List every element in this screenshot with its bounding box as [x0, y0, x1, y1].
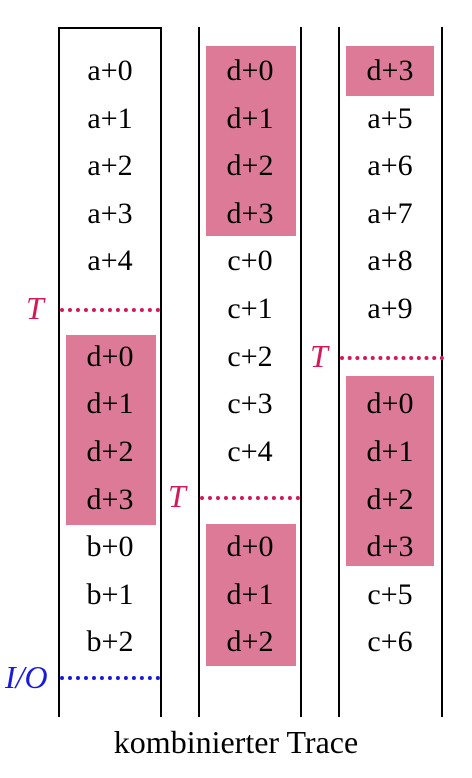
trace-cell: d+2 [86, 435, 134, 468]
trace-cell: d+0 [226, 54, 274, 87]
trace-cell: c+6 [367, 625, 413, 658]
trace-cell: d+1 [366, 435, 414, 468]
t-marker-line [200, 496, 300, 500]
trace-cell: a+7 [367, 197, 413, 230]
trace-cell: c+3 [227, 387, 273, 420]
trace-cell: d+3 [86, 483, 134, 516]
trace-cell: a+9 [367, 292, 413, 325]
trace-cell: b+1 [86, 578, 134, 611]
trace-cell: d+1 [226, 102, 274, 135]
trace-cell: c+2 [227, 340, 273, 373]
trace-cell: a+2 [87, 149, 133, 182]
trace-cell: b+2 [86, 625, 134, 658]
trace-cell: a+4 [87, 244, 133, 277]
trace-cell: d+2 [226, 625, 274, 658]
column-1-left-border [58, 27, 60, 717]
trace-cell: d+0 [86, 340, 134, 373]
trace-cell: c+4 [227, 435, 273, 468]
trace-cell: d+3 [366, 54, 414, 87]
trace-cell: d+2 [226, 149, 274, 182]
highlight-block [206, 524, 296, 666]
column-2-right-border [300, 27, 302, 717]
trace-cell: a+6 [367, 149, 413, 182]
highlight-block [66, 335, 156, 525]
trace-cell: d+0 [366, 387, 414, 420]
trace-cell: a+0 [87, 54, 133, 87]
trace-cell: a+5 [367, 102, 413, 135]
column-1-top-border [58, 27, 162, 29]
io-marker-line [60, 676, 160, 680]
diagram-caption: kombinierter Trace [113, 724, 359, 760]
trace-cell: a+1 [87, 102, 133, 135]
trace-cell: d+2 [366, 483, 414, 516]
trace-cell: c+1 [227, 292, 273, 325]
t-marker-label: T [26, 290, 44, 326]
highlight-block [346, 46, 434, 96]
trace-cell: a+3 [87, 197, 133, 230]
column-3-left-border [338, 27, 340, 717]
highlight-block [206, 46, 296, 236]
highlight-block [346, 376, 434, 566]
trace-cell: d+3 [226, 197, 274, 230]
trace-cell: c+0 [227, 244, 273, 277]
trace-cell: d+1 [226, 578, 274, 611]
column-3-right-border [441, 27, 443, 717]
t-marker-label: T [168, 478, 186, 514]
t-marker-line [60, 308, 160, 312]
t-marker-line [340, 356, 444, 360]
t-marker-label: T [310, 338, 328, 374]
trace-cell: c+5 [367, 578, 413, 611]
trace-cell: d+0 [226, 530, 274, 563]
column-1-right-border [160, 27, 162, 717]
trace-cell: a+8 [367, 244, 413, 277]
io-marker-label: I/O [5, 659, 48, 695]
column-2-left-border [198, 27, 200, 717]
trace-cell: d+3 [366, 530, 414, 563]
trace-cell: b+0 [86, 530, 134, 563]
trace-cell: d+1 [86, 387, 134, 420]
